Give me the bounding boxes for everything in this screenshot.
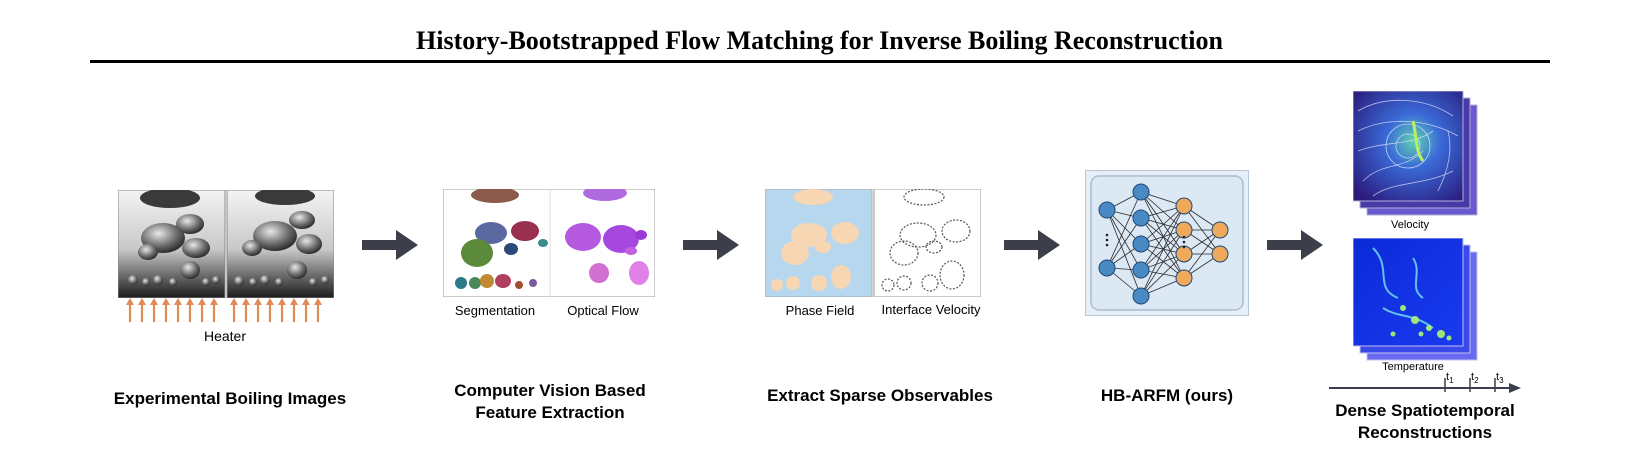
nn-node: [1175, 221, 1193, 239]
heater-arrow: [254, 298, 262, 322]
nn-node: [1132, 287, 1150, 305]
nn-node: [1098, 259, 1116, 277]
stage2-caption-line1: Computer Vision Based: [454, 381, 646, 400]
nn-edge: [1183, 229, 1221, 279]
stage5-caption-line2: Reconstructions: [1357, 423, 1493, 442]
nn-ellipsis-dot: [1105, 233, 1109, 237]
heater-arrow: [242, 298, 250, 322]
nn-edge: [1106, 191, 1142, 269]
nn-edge: [1140, 191, 1185, 279]
heater-arrow: [278, 298, 286, 322]
flow-arrow-4: [1267, 230, 1325, 260]
nn-node: [1132, 209, 1150, 227]
nn-node: [1175, 245, 1193, 263]
neural-network-diagram: [1085, 170, 1249, 316]
nn-edge: [1140, 229, 1185, 297]
stage5-caption-line1: Dense Spatiotemporal: [1335, 401, 1515, 420]
boiling-images: [118, 190, 334, 298]
heater-arrow: [290, 298, 298, 322]
flow-arrow-1: [362, 230, 420, 260]
heater-arrow: [162, 298, 170, 322]
velocity-field-stack: [1353, 91, 1481, 219]
heater-arrow: [314, 298, 322, 322]
heater-arrow: [150, 298, 158, 322]
time-tick-t3: t3: [1496, 371, 1504, 386]
temperature-label: Temperature: [1382, 361, 1444, 373]
heater-arrow: [302, 298, 310, 322]
nn-ellipsis-dot: [1182, 235, 1186, 239]
nn-edge: [1106, 217, 1142, 269]
nn-node: [1098, 201, 1116, 219]
stage3-caption: Extract Sparse Observables: [767, 386, 993, 405]
heater-arrows: [124, 298, 330, 322]
nn-edge: [1106, 209, 1142, 297]
nn-edge: [1140, 205, 1185, 271]
nn-edge: [1106, 209, 1142, 271]
nn-edge: [1140, 191, 1185, 255]
optical-flow-panel: [565, 189, 649, 285]
nn-edge: [1140, 191, 1185, 231]
flow-arrow-2: [683, 230, 741, 260]
stage4-caption: HB-ARFM (ours): [1100, 386, 1234, 405]
nn-ellipsis-dot: [1182, 240, 1186, 244]
segmentation-label: Segmentation: [454, 303, 536, 318]
heater-label: Heater: [203, 328, 247, 344]
heater-arrow: [230, 298, 238, 322]
heater-arrow: [186, 298, 194, 322]
nn-edge: [1140, 229, 1185, 271]
time-tick-t2: t2: [1471, 371, 1479, 386]
interface-velocity-label: Interface Velocity: [881, 302, 981, 317]
heater-arrow: [198, 298, 206, 322]
title-rule: [90, 60, 1550, 63]
interface-velocity-panel: [873, 189, 981, 297]
time-axis: [1325, 370, 1525, 394]
nn-node: [1175, 197, 1193, 215]
heater-arrow: [174, 298, 182, 322]
boiling-image-right: [226, 190, 334, 298]
flow-arrow-3: [1004, 230, 1062, 260]
sparse-observables-image: [765, 189, 981, 297]
heater-arrow: [266, 298, 274, 322]
nn-edge: [1140, 253, 1185, 297]
nn-node: [1132, 183, 1150, 201]
boiling-image-left: [118, 190, 226, 298]
nn-ellipsis-dot: [1105, 243, 1109, 247]
nn-edge: [1140, 205, 1185, 245]
heater-arrow: [126, 298, 134, 322]
phase-field-label: Phase Field: [785, 303, 855, 318]
time-tick-t1: t1: [1446, 371, 1454, 386]
segmentation-image: [443, 189, 655, 297]
stage2-caption-line2: Feature Extraction: [475, 403, 625, 422]
stage1-caption: Experimental Boiling Images: [113, 389, 347, 408]
nn-node: [1175, 269, 1193, 287]
figure-title: History-Bootstrapped Flow Matching for I…: [416, 26, 1223, 55]
nn-node: [1132, 261, 1150, 279]
nn-node: [1211, 245, 1229, 263]
nn-edge: [1140, 205, 1185, 297]
heater-arrow: [138, 298, 146, 322]
heater-arrow: [210, 298, 218, 322]
nn-ellipsis-dot: [1182, 245, 1186, 249]
segmentation-panel: [455, 189, 548, 289]
temperature-field-stack: [1353, 238, 1481, 364]
nn-edge: [1140, 243, 1185, 279]
nn-node: [1211, 221, 1229, 239]
nn-node: [1132, 235, 1150, 253]
phase-field-panel: [765, 189, 873, 297]
nn-ellipsis-dot: [1105, 238, 1109, 242]
velocity-label: Velocity: [1391, 219, 1429, 231]
nn-edge: [1140, 217, 1185, 255]
optical-flow-label: Optical Flow: [567, 303, 639, 318]
nn-edge: [1140, 217, 1185, 279]
